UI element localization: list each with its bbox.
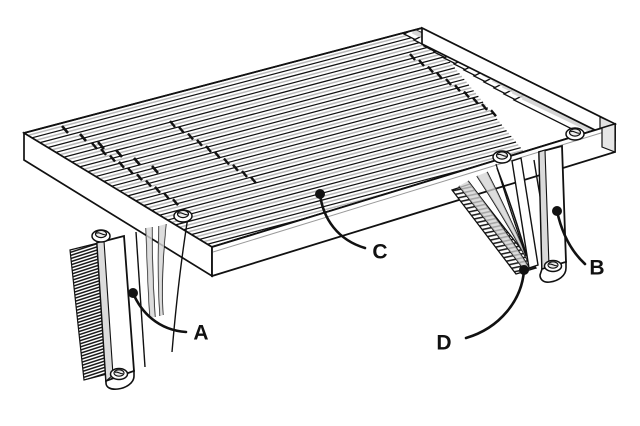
- callout-c-label: C: [372, 241, 387, 264]
- callout-d[interactable]: D: [436, 265, 529, 355]
- callout-a-label: A: [193, 322, 208, 345]
- callout-b-leader: [555, 209, 587, 266]
- callout-c[interactable]: C: [315, 189, 388, 264]
- callout-d-leader: [464, 268, 526, 340]
- callout-b-label: B: [589, 257, 604, 280]
- callout-b[interactable]: B: [552, 206, 605, 280]
- screw-leg-left: [109, 367, 129, 381]
- callout-d-dot: [519, 265, 529, 275]
- right-rear-leg-post: [511, 157, 539, 269]
- callout-c-leader: [318, 192, 367, 250]
- callout-c-dot: [315, 189, 325, 199]
- screw-rail-end: [565, 127, 585, 141]
- callout-group: A B C D: [128, 189, 605, 355]
- screw-leg-right: [543, 259, 563, 273]
- fastener-group: [91, 127, 585, 381]
- seat-back-edge: [23, 27, 423, 134]
- callout-a-leader: [131, 291, 188, 334]
- screw-rail-right: [492, 150, 512, 164]
- callout-a-dot: [128, 288, 138, 298]
- rail-right-end: [601, 123, 616, 153]
- leg-assembly-right: [450, 144, 567, 283]
- screw-rail-left: [91, 229, 111, 243]
- callout-d-label: D: [436, 332, 451, 355]
- screw-rail-mid: [173, 209, 193, 223]
- callout-a[interactable]: A: [128, 288, 209, 345]
- callout-b-dot: [552, 206, 562, 216]
